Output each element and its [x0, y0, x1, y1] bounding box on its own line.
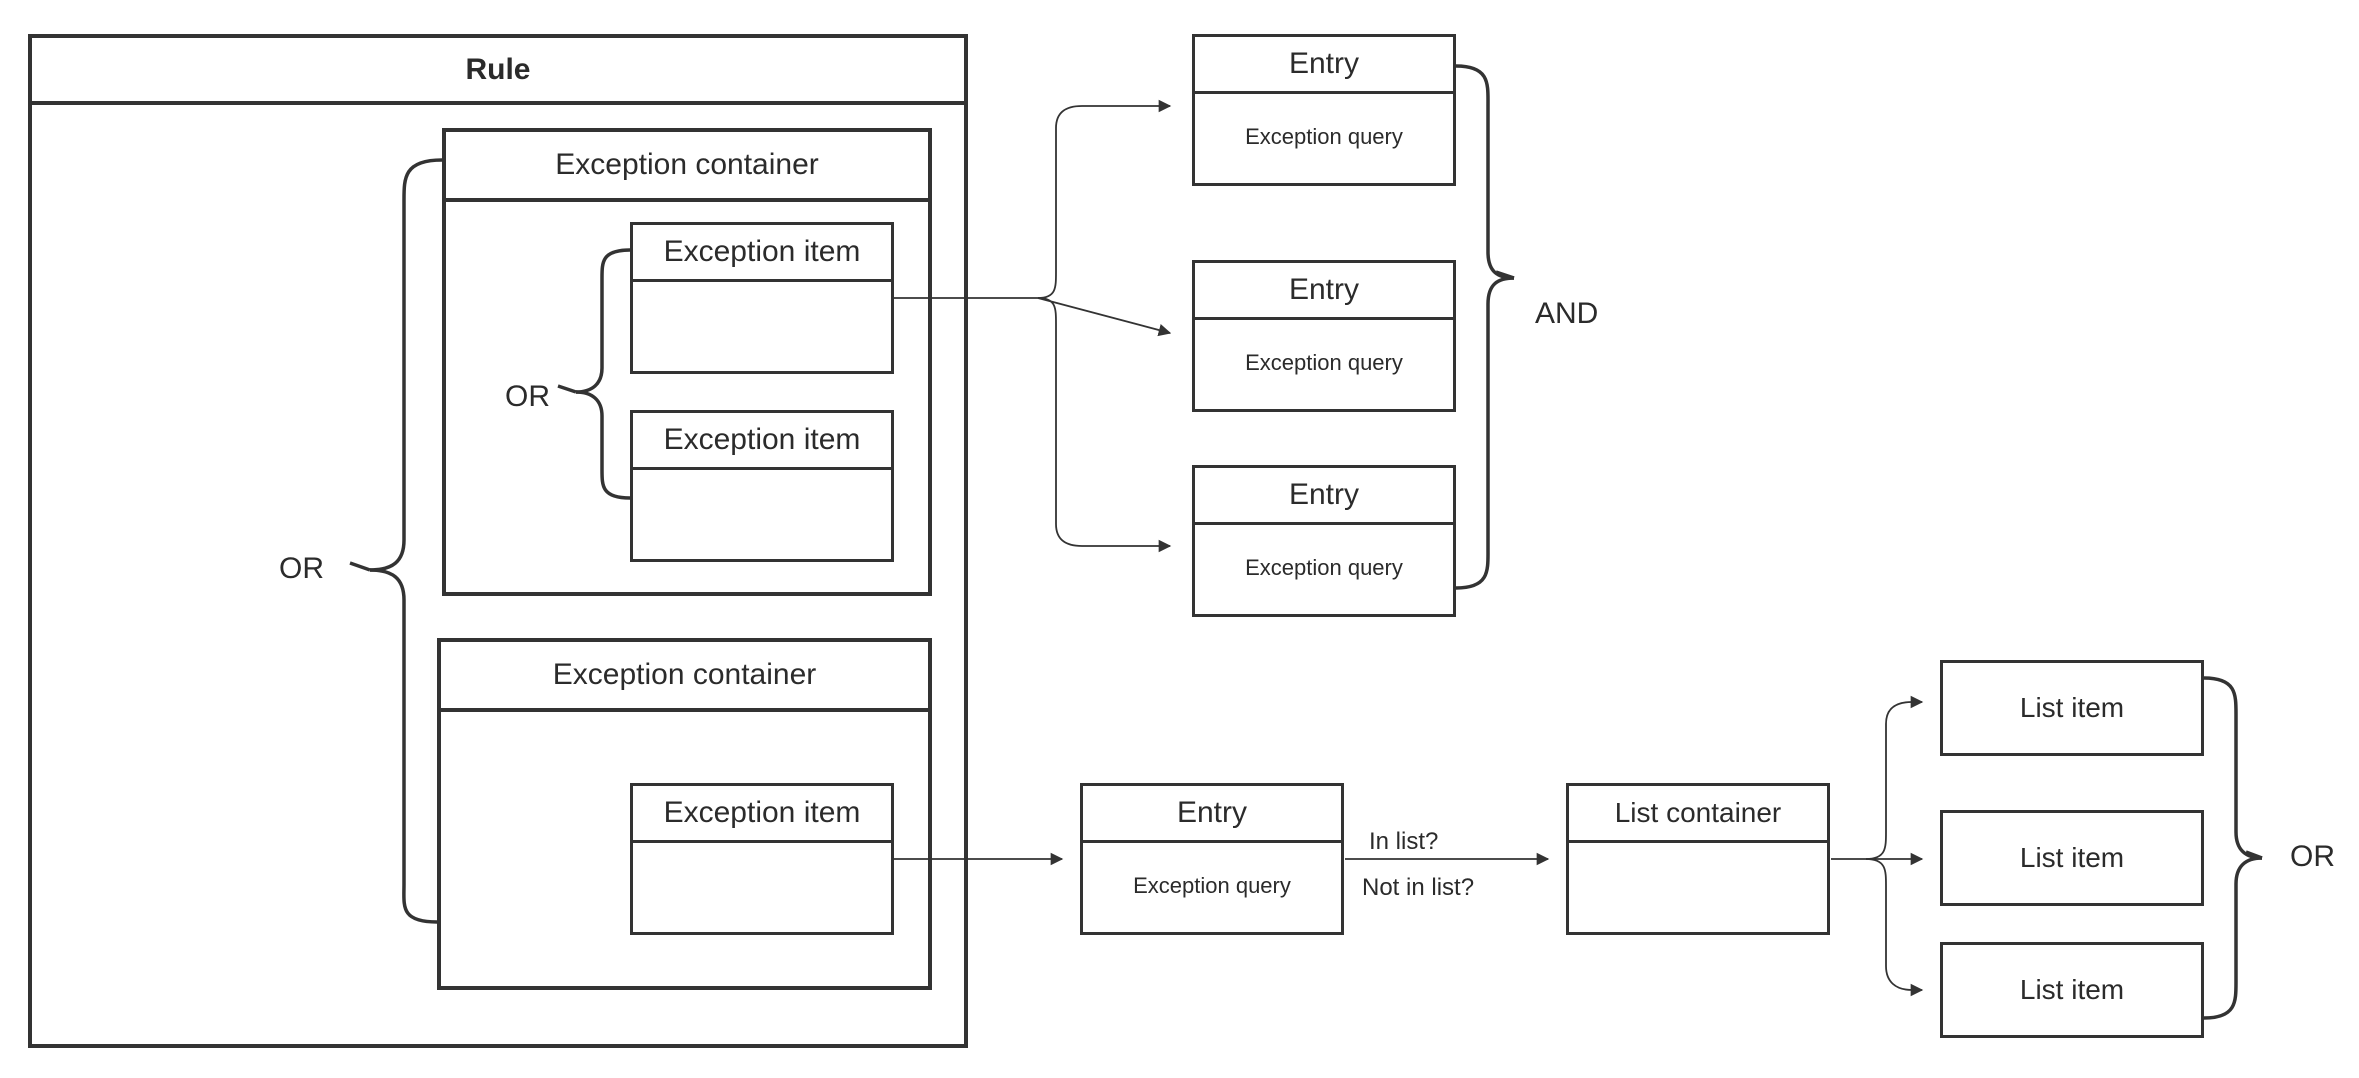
list-item-2-title: List item	[2019, 842, 2125, 873]
operator-or-inner-1: OR	[505, 380, 550, 413]
list-item-3[interactable]: List item	[1940, 942, 2204, 1038]
brace-and-entries	[1455, 64, 1515, 590]
entry-1-title: Entry	[1288, 47, 1360, 80]
entry-2[interactable]: Entry Exception query	[1192, 260, 1456, 412]
list-item-1[interactable]: List item	[1940, 660, 2204, 756]
exception-item-1-1-title: Exception item	[663, 235, 861, 268]
exception-item-2-1-body	[633, 840, 891, 932]
entry-1-header: Entry	[1195, 37, 1453, 94]
exception-item-1-2-header: Exception item	[633, 413, 891, 470]
entry-3[interactable]: Entry Exception query	[1192, 465, 1456, 617]
entry-bottom-header: Entry	[1083, 786, 1341, 843]
edge-label-in-list: In list?	[1369, 828, 1439, 855]
list-container-title: List container	[1614, 797, 1782, 828]
entry-2-body: Exception query	[1195, 317, 1453, 409]
exception-item-1-2-title: Exception item	[663, 423, 861, 456]
exception-container-2-header: Exception container	[441, 642, 928, 712]
exception-item-2-1-header: Exception item	[633, 786, 891, 843]
entry-bottom-title: Entry	[1176, 796, 1248, 829]
exception-item-1-2-body	[633, 467, 891, 559]
operator-and: AND	[1535, 297, 1599, 330]
exception-container-1-header: Exception container	[446, 132, 928, 202]
entry-bottom-query: Exception query	[1133, 873, 1291, 898]
entry-2-header: Entry	[1195, 263, 1453, 320]
rule-title: Rule	[465, 52, 531, 86]
operator-or-list: OR	[2290, 840, 2335, 873]
operator-or-rule: OR	[279, 552, 324, 585]
rule-header: Rule	[32, 38, 964, 105]
entry-1-body: Exception query	[1195, 91, 1453, 183]
entry-3-query: Exception query	[1245, 555, 1403, 580]
list-container[interactable]: List container	[1566, 783, 1830, 935]
exception-item-1-1-header: Exception item	[633, 225, 891, 282]
exception-item-2-1-title: Exception item	[663, 796, 861, 829]
list-container-header: List container	[1569, 786, 1827, 843]
exception-item-1-1-body	[633, 279, 891, 371]
exception-item-1-2[interactable]: Exception item	[630, 410, 894, 562]
list-item-2[interactable]: List item	[1940, 810, 2204, 906]
entry-2-title: Entry	[1288, 273, 1360, 306]
entry-bottom-body: Exception query	[1083, 840, 1341, 932]
entry-1-query: Exception query	[1245, 124, 1403, 149]
entry-1[interactable]: Entry Exception query	[1192, 34, 1456, 186]
brace-or-list-items	[2203, 676, 2263, 1020]
edge-label-not-in-list: Not in list?	[1362, 874, 1475, 901]
list-container-body	[1569, 840, 1827, 932]
entry-3-header: Entry	[1195, 468, 1453, 525]
connector-list-container-to-items	[1831, 695, 1924, 997]
list-item-3-title: List item	[2019, 974, 2125, 1005]
exception-container-2-title: Exception container	[552, 658, 817, 691]
entry-3-body: Exception query	[1195, 522, 1453, 614]
exception-container-1-title: Exception container	[555, 148, 819, 181]
list-item-1-title: List item	[2019, 692, 2125, 723]
exception-item-2-1[interactable]: Exception item	[630, 783, 894, 935]
entry-2-query: Exception query	[1245, 350, 1403, 375]
entry-bottom[interactable]: Entry Exception query	[1080, 783, 1344, 935]
entry-3-title: Entry	[1288, 478, 1360, 511]
exception-item-1-1[interactable]: Exception item	[630, 222, 894, 374]
